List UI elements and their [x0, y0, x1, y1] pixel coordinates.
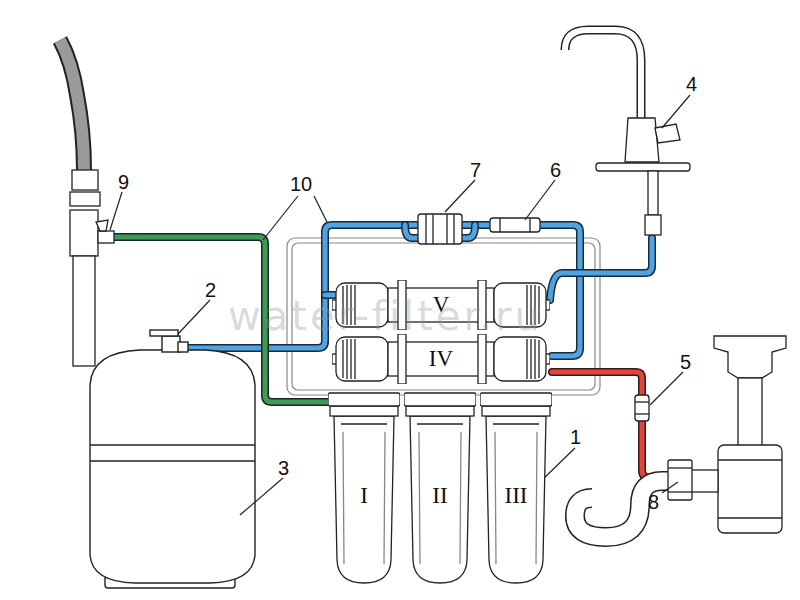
filter-label: I: [360, 483, 368, 509]
leader-lines: [110, 95, 690, 515]
callout-number: 9: [118, 172, 129, 192]
filter-node: III: [480, 392, 552, 585]
filter-label: III: [505, 483, 528, 509]
filter-node: II: [404, 392, 476, 585]
callout-number: 5: [680, 352, 691, 372]
tank: [90, 330, 255, 588]
callout-number: 1: [570, 427, 581, 447]
faucet: [565, 30, 690, 235]
callout-number: 6: [550, 160, 561, 180]
inlet-pipe: [60, 40, 114, 366]
callout-number: 4: [686, 74, 697, 94]
callout-number: 8: [648, 492, 659, 512]
filter-node: I: [328, 392, 400, 585]
callout-number: 10: [290, 174, 312, 194]
callout-number: 7: [470, 160, 481, 180]
callout-number: 2: [205, 280, 216, 300]
watermark: water-filter.ru: [228, 296, 543, 336]
component-6: [490, 218, 540, 232]
callout-number: 3: [278, 458, 289, 478]
component-7: [418, 214, 462, 244]
drain-siphon: [575, 336, 786, 537]
component-5: [635, 395, 649, 421]
filter-label: IV: [429, 346, 453, 372]
filter-label: II: [432, 483, 447, 509]
membrane-node: IV: [332, 334, 550, 384]
